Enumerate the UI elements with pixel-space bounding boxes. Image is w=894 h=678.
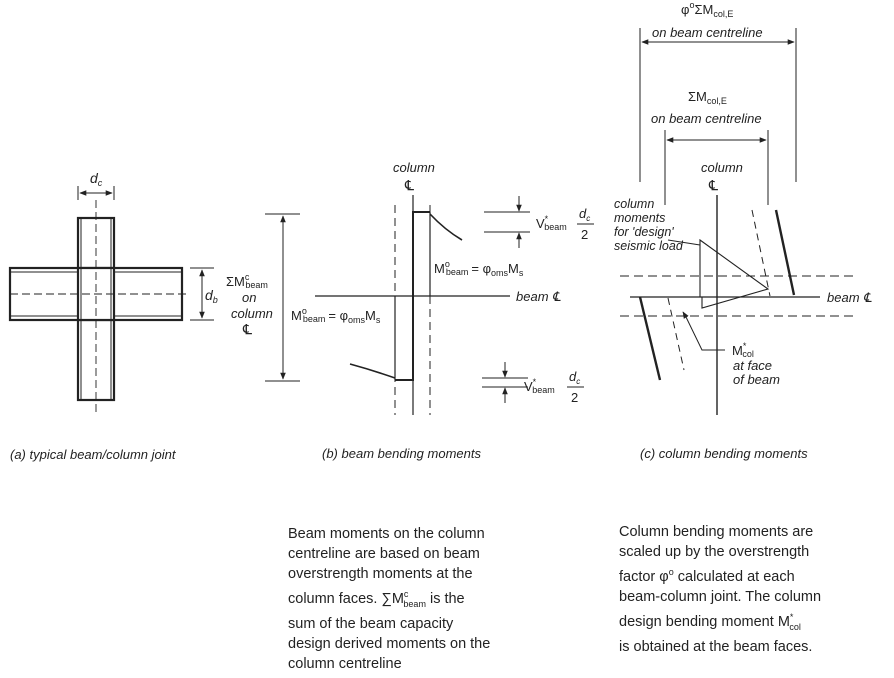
dim-db-label: db (205, 287, 218, 305)
v-beam-top-label: V*beam (536, 214, 567, 232)
column-label-b: column (393, 160, 435, 175)
sum-column-label: column (231, 306, 273, 321)
beam-moments-note: Beam moments on the column centreline ar… (288, 526, 491, 672)
v-bot-frac-den: 2 (571, 390, 578, 405)
on-centreline-2: on beam centreline (651, 111, 762, 126)
column-moments-note-text: Column bending moments are scaled up by … (619, 524, 822, 655)
v-top-frac-den: 2 (581, 227, 588, 242)
caption-a: (a) typical beam/column joint (10, 447, 177, 462)
panel-c-diagram (620, 28, 855, 415)
sum-cl-symbol: ℄ (242, 321, 252, 337)
beam-cl-label-b: beam ℄ (516, 289, 561, 304)
on-centreline-1: on beam centreline (652, 25, 763, 40)
m-col-label: M*col (732, 341, 754, 359)
beam-cl-label-c: beam ℄ (827, 290, 872, 305)
column-label-c: column (701, 160, 743, 175)
caption-b: (b) beam bending moments (322, 446, 481, 461)
caption-c: (c) column bending moments (640, 446, 808, 461)
col-moment-top (774, 209, 796, 296)
at-face-of-beam: at face of beam (733, 358, 780, 387)
phi-sum-mcol-label: φoΣMcol,E (681, 0, 733, 19)
sum-mcol-label: ΣMcol,E (688, 89, 727, 106)
column-moments-note: column moments for 'design' seismic load (614, 197, 684, 253)
v-top-frac-num: dc (579, 206, 590, 223)
col-moment-bottom (638, 296, 662, 381)
v-bot-frac-num: dc (569, 369, 580, 386)
sum-on-label: on (242, 290, 256, 305)
panel-b-diagram (265, 195, 530, 415)
v-beam-bot-label: V*beam (524, 377, 555, 395)
beam-moment-right (412, 211, 430, 296)
panel-a-joint (8, 186, 214, 415)
beam-moment-left (395, 296, 414, 381)
dim-dc-label: dc (90, 170, 103, 188)
cl-symbol-c: ℄ (708, 177, 718, 193)
cl-symbol-b: ℄ (404, 177, 414, 193)
design-seismic-moment (699, 238, 770, 309)
